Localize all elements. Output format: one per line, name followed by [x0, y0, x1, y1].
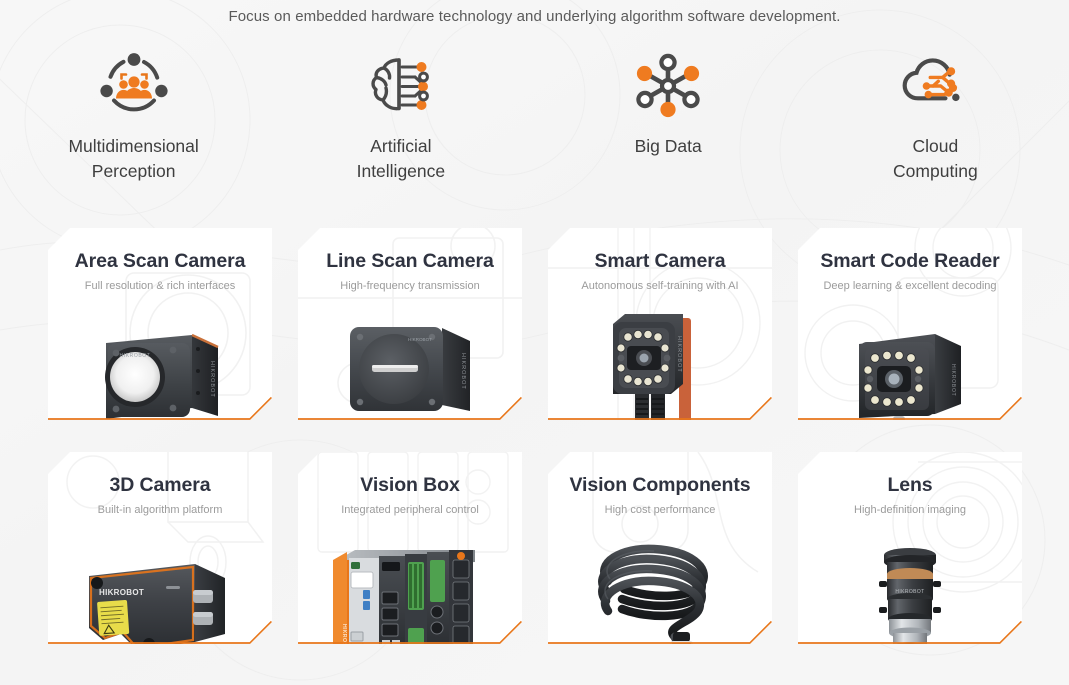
product-card-vision-components[interactable]: Vision Components High cost performance	[548, 452, 772, 644]
svg-text:HIKROBOT: HIKROBOT	[676, 336, 682, 373]
card-title: 3D Camera	[109, 474, 211, 496]
product-card-vision-box[interactable]: Vision Box Integrated peripheral control	[298, 452, 522, 644]
feature-label: Big Data	[635, 134, 702, 159]
feature-label-line2: Intelligence	[356, 161, 446, 181]
line-scan-camera-image: HIKROBOT HIKROBOT	[298, 306, 522, 438]
card-subtitle: Built-in algorithm platform	[97, 504, 223, 516]
card-subtitle: Integrated peripheral control	[341, 504, 479, 516]
feature-label-line2: Computing	[893, 161, 978, 181]
area-scan-camera-image: HIKROBOT HIKROBOT	[48, 306, 272, 438]
multidimensional-perception-icon	[98, 50, 170, 122]
feature-label-line1: Multidimensional	[68, 136, 199, 156]
svg-text:HIKROBOT: HIKROBOT	[341, 624, 347, 654]
artificial-intelligence-icon	[365, 50, 437, 122]
card-title: Smart Code Reader	[820, 250, 1000, 272]
svg-text:HIKROBOT: HIKROBOT	[895, 589, 924, 595]
page-tagline: Focus on embedded hardware technology an…	[228, 8, 841, 25]
product-card-grid: Area Scan Camera Full resolution & rich …	[48, 228, 1022, 644]
smart-code-reader-image: HIKROBOT	[798, 306, 1022, 438]
feature-cloud-computing[interactable]: Cloud Computing	[802, 50, 1069, 195]
feature-highlights-row: Multidimensional Perception	[0, 50, 1069, 195]
feature-big-data[interactable]: Big Data	[535, 50, 802, 195]
card-subtitle: Full resolution & rich interfaces	[84, 280, 236, 292]
feature-label-line1: Artificial	[370, 136, 432, 156]
lens-image: HIKROBOT	[798, 530, 1022, 662]
svg-text:HIKROBOT: HIKROBOT	[408, 337, 432, 342]
card-title: Lens	[887, 474, 933, 496]
card-subtitle: High-definition imaging	[854, 504, 966, 516]
cloud-computing-icon	[899, 50, 971, 122]
feature-label-line2: Perception	[91, 161, 176, 181]
svg-text:HIKROBOT: HIKROBOT	[99, 588, 144, 597]
card-subtitle: Deep learning & excellent decoding	[823, 280, 997, 292]
card-title: Vision Components	[569, 474, 751, 496]
card-subtitle: Autonomous self-training with AI	[581, 280, 739, 292]
smart-camera-image: HIKROBOT	[548, 306, 772, 438]
product-card-3d-camera[interactable]: 3D Camera Built-in algorithm platform	[48, 452, 272, 644]
svg-text:HIKROBOT: HIKROBOT	[950, 364, 956, 397]
feature-multidimensional-perception[interactable]: Multidimensional Perception	[0, 50, 267, 195]
svg-text:HIKROBOT: HIKROBOT	[460, 353, 466, 390]
vision-box-image: HIKROBOT	[298, 530, 522, 662]
feature-artificial-intelligence[interactable]: Artificial Intelligence	[267, 50, 534, 195]
product-card-line-scan-camera[interactable]: Line Scan Camera High-frequency transmis…	[298, 228, 522, 420]
feature-label-line1: Cloud	[912, 136, 959, 156]
product-card-lens[interactable]: Lens High-definition imaging	[798, 452, 1022, 644]
3d-camera-image: HIKROBOT	[48, 530, 272, 662]
feature-label: Artificial Intelligence	[357, 134, 446, 184]
feature-label: Multidimensional Perception	[68, 134, 198, 184]
product-card-smart-camera[interactable]: Smart Camera Autonomous self-training wi…	[548, 228, 772, 420]
card-title: Smart Camera	[594, 250, 726, 272]
feature-label-line1: Big Data	[634, 136, 702, 156]
card-title: Line Scan Camera	[326, 250, 494, 272]
feature-label: Cloud Computing	[893, 134, 978, 184]
big-data-icon	[632, 50, 704, 122]
product-card-smart-code-reader[interactable]: Smart Code Reader Deep learning & excell…	[798, 228, 1022, 420]
card-subtitle: High cost performance	[604, 504, 716, 516]
vision-components-image	[548, 530, 772, 662]
card-subtitle: High-frequency transmission	[340, 280, 480, 292]
card-title: Area Scan Camera	[74, 250, 246, 272]
svg-text:HIKROBOT: HIKROBOT	[209, 361, 215, 398]
svg-text:HIKROBOT: HIKROBOT	[120, 353, 151, 359]
product-card-area-scan-camera[interactable]: Area Scan Camera Full resolution & rich …	[48, 228, 272, 420]
card-title: Vision Box	[360, 474, 460, 496]
